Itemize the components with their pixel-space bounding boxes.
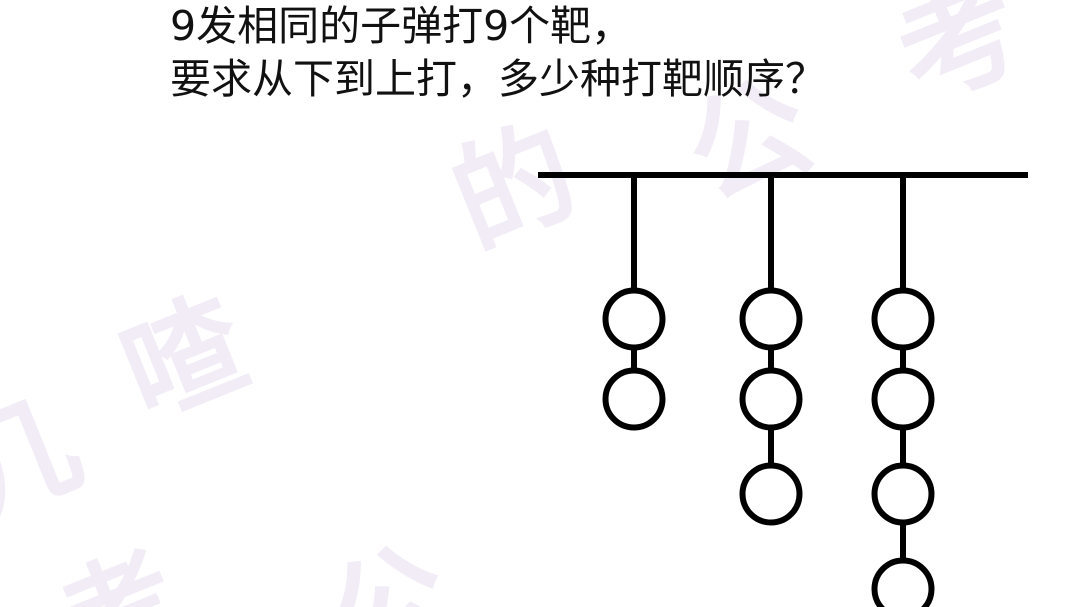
- question-text: 9发相同的子弹打9个靶， 要求从下到上打，多少种打靶顺序？: [170, 0, 826, 106]
- target-circle: [739, 287, 803, 351]
- target-circle: [871, 462, 935, 526]
- question-line-1: 9发相同的子弹打9个靶，: [170, 2, 633, 50]
- target-circle: [602, 367, 666, 431]
- target-circle: [739, 462, 803, 526]
- question-line-2: 要求从下到上打，多少种打靶顺序？: [170, 55, 826, 103]
- diagram-shapes: [538, 172, 1028, 607]
- target-circle: [739, 367, 803, 431]
- target-circle: [871, 287, 935, 351]
- target-circle: [871, 367, 935, 431]
- target-circle: [871, 557, 935, 607]
- target-circle: [602, 287, 666, 351]
